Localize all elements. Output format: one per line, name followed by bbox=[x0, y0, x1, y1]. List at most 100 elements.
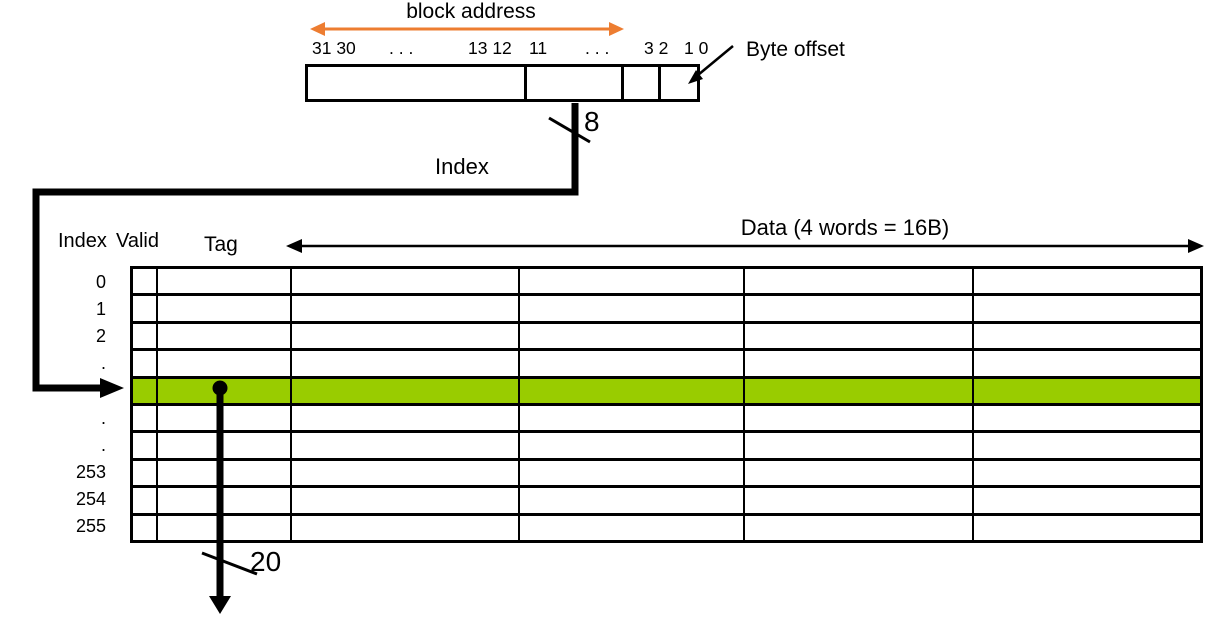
address-box bbox=[305, 64, 700, 102]
data-word-cell bbox=[520, 269, 745, 294]
bit-label-ellipsis-low: . . . bbox=[585, 38, 610, 58]
valid-cell bbox=[133, 323, 158, 349]
cache-row bbox=[133, 351, 1200, 379]
data-word-cell bbox=[745, 406, 974, 431]
cache-row-selected bbox=[133, 378, 1200, 407]
valid-cell bbox=[133, 460, 158, 486]
index-field bbox=[527, 67, 624, 99]
data-word-cell bbox=[520, 515, 745, 541]
data-column-header: Data (4 words = 16B) bbox=[740, 215, 950, 240]
data-word-cell bbox=[745, 515, 974, 541]
bit-label-1-0: 1 0 bbox=[684, 38, 709, 58]
data-word-cell bbox=[520, 406, 745, 431]
tag-field bbox=[308, 67, 527, 99]
row-label: 2 bbox=[95, 326, 106, 347]
data-word-cell bbox=[745, 378, 974, 404]
cache-row bbox=[133, 296, 1200, 324]
byte-offset-label: Byte offset bbox=[746, 38, 845, 61]
index-column-header: Index bbox=[58, 230, 107, 252]
data-word-cell bbox=[745, 323, 974, 349]
cache-row bbox=[133, 515, 1200, 541]
row-label: 1 bbox=[95, 299, 106, 320]
data-word-cell bbox=[974, 324, 1200, 348]
tag-cell bbox=[158, 351, 292, 376]
tag-cell bbox=[158, 269, 292, 294]
data-span-arrow bbox=[286, 239, 1204, 253]
data-word-cell bbox=[292, 296, 520, 321]
row-label: . bbox=[100, 434, 106, 455]
bit-label-ellipsis-high: . . . bbox=[389, 38, 414, 58]
cache-table bbox=[130, 266, 1203, 543]
data-word-cell bbox=[745, 488, 974, 513]
data-word-cell bbox=[974, 461, 1200, 485]
data-word-cell bbox=[745, 296, 974, 321]
bit-label-13-12: 13 12 bbox=[468, 38, 512, 58]
cache-row bbox=[133, 406, 1200, 434]
valid-cell bbox=[133, 433, 158, 458]
cache-row bbox=[133, 323, 1200, 352]
data-word-cell bbox=[745, 460, 974, 486]
tag-cell bbox=[158, 378, 292, 404]
data-word-cell bbox=[292, 269, 520, 294]
tag-cell bbox=[158, 406, 292, 431]
index-bus-width-label: 8 bbox=[584, 106, 600, 137]
valid-cell bbox=[133, 351, 158, 376]
data-word-cell bbox=[974, 516, 1200, 540]
data-word-cell bbox=[520, 433, 745, 458]
data-word-cell bbox=[520, 460, 745, 486]
bit-label-3-2: 3 2 bbox=[644, 38, 669, 58]
cache-row bbox=[133, 269, 1200, 297]
row-label: 255 bbox=[75, 515, 106, 536]
valid-cell bbox=[133, 378, 158, 404]
data-word-cell bbox=[974, 488, 1200, 512]
tag-cell bbox=[158, 515, 292, 541]
byte-offset-field bbox=[661, 67, 697, 99]
tag-column-header: Tag bbox=[204, 233, 238, 256]
valid-cell bbox=[133, 269, 158, 294]
data-word-cell bbox=[292, 488, 520, 513]
data-word-cell bbox=[520, 351, 745, 376]
data-word-cell bbox=[292, 323, 520, 349]
cache-row bbox=[133, 460, 1200, 489]
data-word-cell bbox=[520, 378, 745, 404]
tag-cell bbox=[158, 433, 292, 458]
data-word-cell bbox=[292, 351, 520, 376]
row-label bbox=[30, 377, 120, 404]
data-word-cell bbox=[520, 488, 745, 513]
data-word-cell bbox=[520, 323, 745, 349]
tag-cell bbox=[158, 488, 292, 513]
valid-column-header: Valid bbox=[116, 230, 159, 252]
cache-row bbox=[133, 488, 1200, 516]
word-offset-field bbox=[624, 67, 661, 99]
data-word-cell bbox=[745, 269, 974, 294]
tag-cell bbox=[158, 323, 292, 349]
data-word-cell bbox=[974, 351, 1200, 375]
data-word-cell bbox=[292, 460, 520, 486]
bit-label-31-30: 31 30 bbox=[312, 38, 356, 58]
block-address-label: block address bbox=[406, 0, 536, 23]
data-word-cell bbox=[974, 433, 1200, 457]
data-word-cell bbox=[520, 296, 745, 321]
row-label: . bbox=[100, 407, 106, 428]
tag-cell bbox=[158, 460, 292, 486]
valid-cell bbox=[133, 406, 158, 431]
data-word-cell bbox=[745, 433, 974, 458]
block-address-span-arrow bbox=[310, 22, 624, 36]
cache-row bbox=[133, 433, 1200, 461]
row-label: . bbox=[100, 353, 106, 374]
index-label: Index bbox=[435, 154, 489, 179]
data-word-cell bbox=[974, 406, 1200, 430]
tag-bus-width-label: 20 bbox=[250, 546, 282, 577]
bus-width-tick-20 bbox=[201, 551, 258, 576]
data-word-cell bbox=[974, 379, 1200, 403]
data-word-cell bbox=[974, 269, 1200, 293]
data-word-cell bbox=[974, 296, 1200, 320]
data-word-cell bbox=[745, 351, 974, 376]
row-label: 0 bbox=[95, 272, 106, 293]
valid-cell bbox=[133, 515, 158, 541]
valid-cell bbox=[133, 488, 158, 513]
data-word-cell bbox=[292, 433, 520, 458]
tag-cell bbox=[158, 296, 292, 321]
